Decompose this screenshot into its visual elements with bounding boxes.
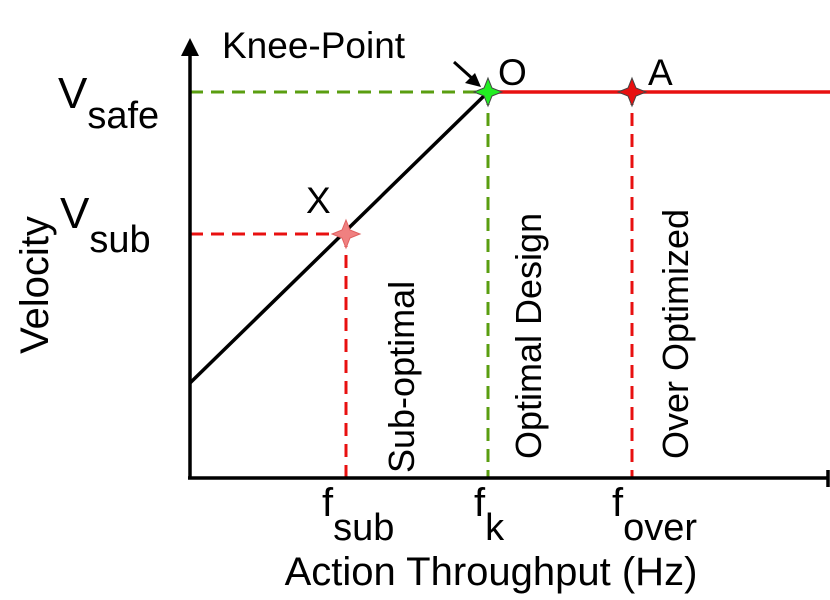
x-tick-f-k: fk [474,481,505,549]
y-axis-title: Velocity [13,216,57,354]
point-x-label: X [306,180,331,221]
y-axis-arrowhead [181,38,199,56]
point-a-label: A [648,52,673,93]
point-x-marker [330,218,362,250]
knee-point-arrow-line [452,60,476,82]
knee-point-label: Knee-Point [222,25,406,66]
region-label-over-optimized: Over Optimized [655,209,696,459]
point-o-marker [472,76,504,108]
x-axis-title: Action Throughput (Hz) [285,550,698,594]
x-tick-f-sub: fsub [322,481,394,549]
rising-line [188,90,490,385]
y-tick-v-safe: Vsafe [58,69,159,137]
point-o-label: O [498,52,527,93]
x-tick-f-over: fover [612,481,697,549]
y-tick-v-sub: Vsub [60,189,151,261]
region-label-optimal-design: Optimal Design [508,213,549,459]
point-a-marker [616,76,648,108]
region-label-sub-optimal: Sub-optimal [381,281,422,473]
knee-point-arrowhead [465,73,481,87]
